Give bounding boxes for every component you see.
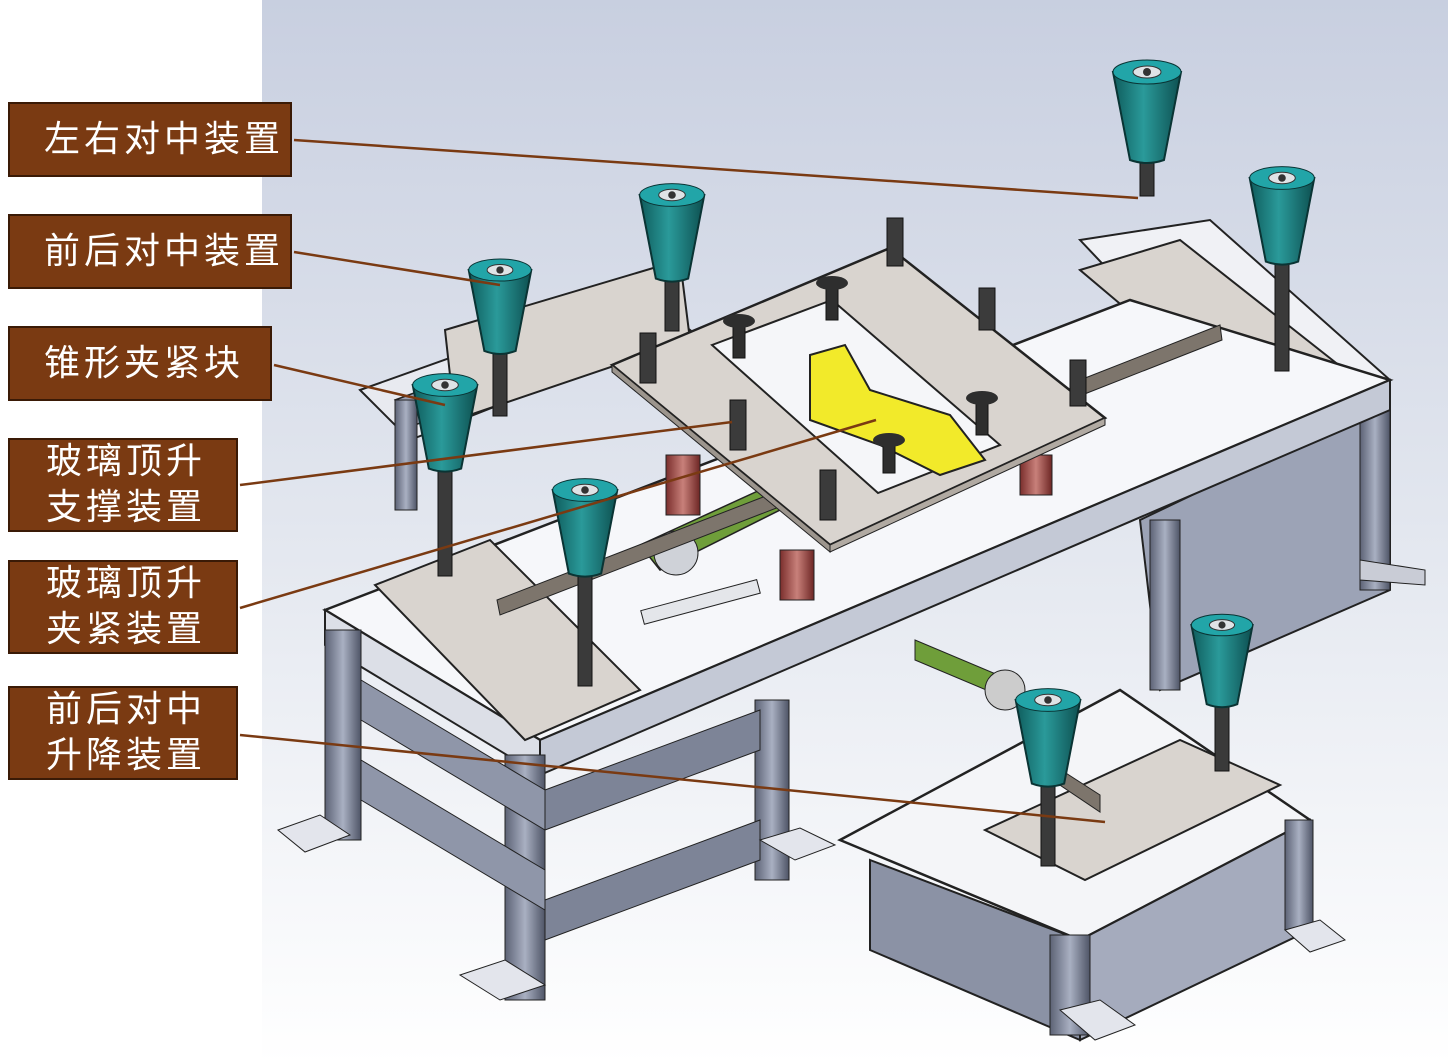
cone-clamp-2 — [1248, 166, 1316, 372]
label-lr-centering: 左右对中装置 — [8, 102, 292, 177]
label-fb-centering: 前后对中装置 — [8, 214, 292, 289]
locating-posts — [639, 217, 1087, 521]
label-glass-lift-support: 玻璃顶升 支撑装置 — [8, 438, 238, 532]
cone-clamp-6 — [551, 478, 619, 687]
leader-line-glass-lift-clamp — [239, 418, 877, 610]
front-right-module — [837, 639, 1347, 1042]
cone-clamp-8 — [1014, 688, 1082, 867]
leader-line-cone-clamp — [273, 363, 446, 407]
cone-clamps — [411, 59, 1316, 867]
cone-clamp-4 — [467, 258, 533, 417]
label-fb-centering-lift: 前后对中 升降装置 — [8, 686, 238, 780]
yellow-clamp-part — [809, 343, 987, 477]
leader-line-fb-centering — [293, 250, 501, 287]
label-glass-lift-clamp: 玻璃顶升 夹紧装置 — [8, 560, 238, 654]
cone-clamp-7 — [1190, 613, 1254, 772]
leader-lines — [239, 138, 1139, 824]
cone-clamp-1 — [1111, 59, 1183, 197]
leader-line-fb-centering-lift — [239, 733, 1106, 824]
leader-line-glass-lift-support — [239, 420, 733, 487]
cone-clamp-3 — [638, 183, 706, 332]
leader-line-lr-centering — [293, 138, 1139, 200]
label-cone-clamp: 锥形夹紧块 — [8, 326, 272, 401]
